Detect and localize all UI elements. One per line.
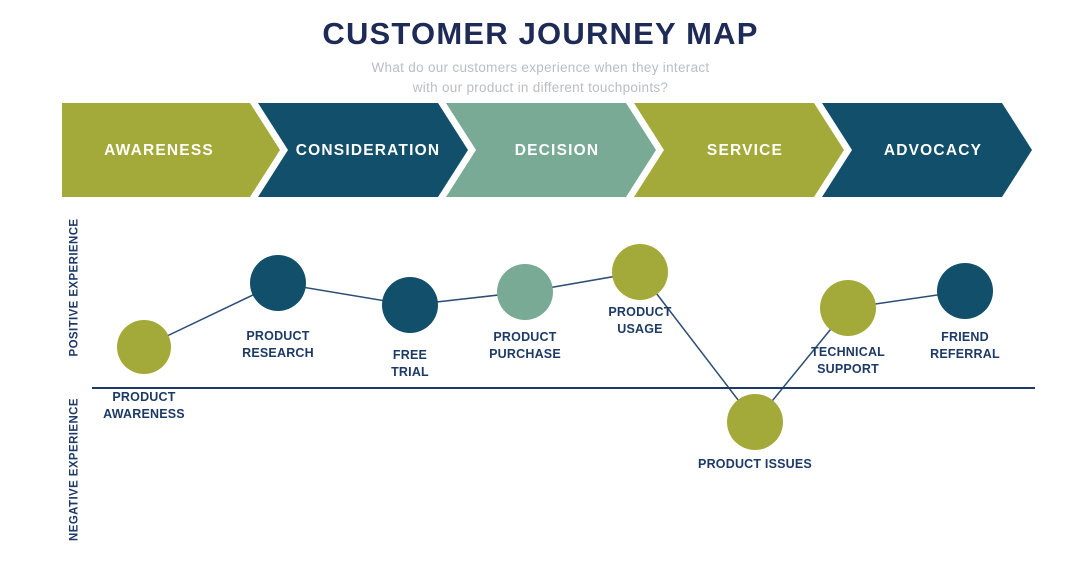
touchpoint-dot-product-purchase xyxy=(497,264,553,320)
chevron-arrow-shape xyxy=(62,103,280,197)
touchpoint-label-product-purchase: PRODUCT PURCHASE xyxy=(489,330,561,361)
touchpoint-dot-product-issues xyxy=(727,394,783,450)
touchpoint-dot-product-usage xyxy=(612,244,668,300)
touchpoint-dot-free-trial xyxy=(382,277,438,333)
stage-label-service: SERVICE xyxy=(707,142,783,159)
page-subtitle: What do our customers experience when th… xyxy=(371,60,710,95)
chevron-arrow-shape xyxy=(822,103,1032,197)
touchpoint-label-product-awareness: PRODUCT AWARENESS xyxy=(103,390,185,421)
page-title: CUSTOMER JOURNEY MAP xyxy=(322,16,759,51)
touchpoint-label-product-research: PRODUCT RESEARCH xyxy=(242,329,314,360)
chevron-arrow-shape xyxy=(446,103,656,197)
positive-experience-axis-label: POSITIVE EXPERIENCE xyxy=(68,218,81,357)
chevron-arrow-shape xyxy=(634,103,844,197)
stage-label-awareness: AWARENESS xyxy=(104,142,214,159)
touchpoint-dot-friend-referral xyxy=(937,263,993,319)
stage-label-consideration: CONSIDERATION xyxy=(296,142,440,159)
touchpoint-label-free-trial: FREE TRIAL xyxy=(391,348,429,379)
touchpoint-dot-technical-support xyxy=(820,280,876,336)
touchpoint-dot-product-awareness xyxy=(117,320,171,374)
stage-arrow-consideration: CONSIDERATION xyxy=(258,103,468,197)
stage-label-decision: DECISION xyxy=(515,142,600,159)
stage-arrow-decision: DECISION xyxy=(446,103,656,197)
touchpoint-label-friend-referral: FRIEND REFERRAL xyxy=(930,330,1000,361)
stage-arrow-awareness: AWARENESS xyxy=(62,103,280,197)
journey-chart xyxy=(92,244,1035,450)
stage-label-advocacy: ADVOCACY xyxy=(884,142,982,159)
touchpoint-label-product-issues: PRODUCT ISSUES xyxy=(698,457,812,471)
chevron-arrow-shape xyxy=(258,103,468,197)
stage-arrow-service: SERVICE xyxy=(634,103,844,197)
touchpoint-label-technical-support: TECHNICAL SUPPORT xyxy=(810,345,886,376)
stage-arrow-band: AWARENESS CONSIDERATION DECISION SERVICE… xyxy=(62,103,1032,197)
touchpoint-label-product-usage: PRODUCT USAGE xyxy=(608,305,672,336)
touchpoint-dot-product-research xyxy=(250,255,306,311)
stage-arrow-advocacy: ADVOCACY xyxy=(822,103,1032,197)
